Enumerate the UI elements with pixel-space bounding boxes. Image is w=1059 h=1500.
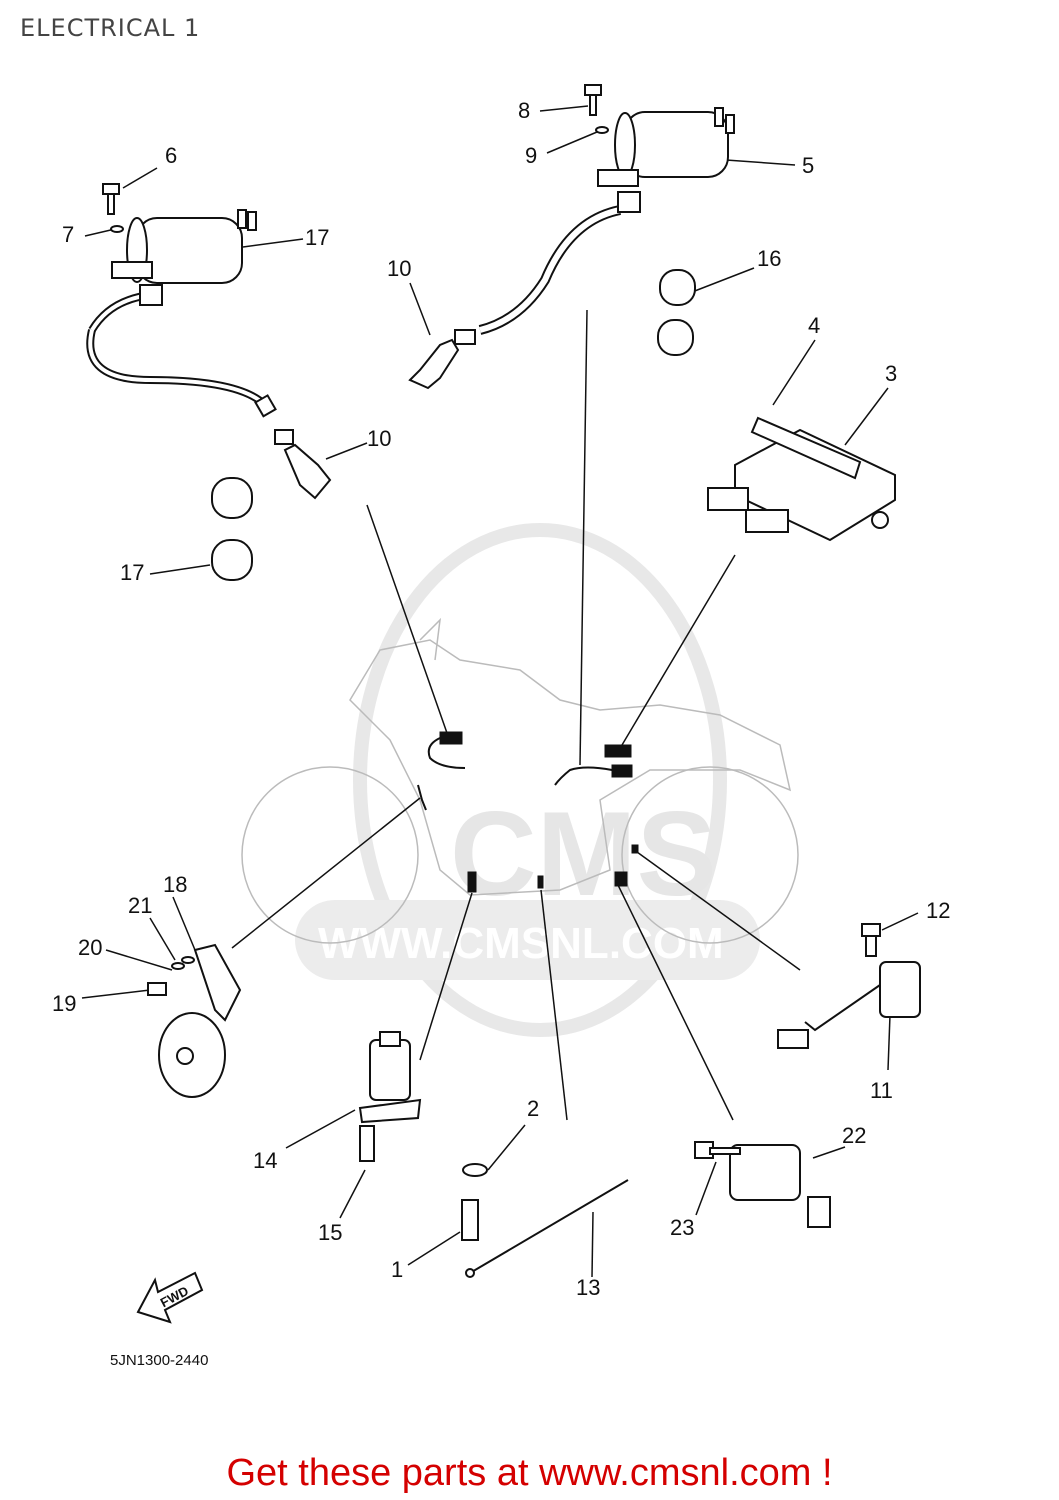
leader-lines: [81, 105, 919, 1278]
callout-15: 15: [318, 1220, 342, 1245]
callout-10-lower: 10: [367, 426, 391, 451]
watermark: CMS WWW.CMSNL.COM: [295, 523, 760, 1037]
callout-1: 1: [391, 1257, 403, 1282]
callout-7: 7: [62, 222, 74, 247]
callout-19: 19: [52, 991, 76, 1016]
horn: [147, 943, 242, 1098]
callout-23: 23: [670, 1215, 694, 1240]
page-title: ELECTRICAL 1: [20, 14, 201, 42]
watermark-logo-text: CMS: [450, 787, 717, 921]
footer-link[interactable]: Get these parts at www.cmsnl.com !: [226, 1452, 833, 1494]
callout-3: 3: [885, 361, 897, 386]
ignition-coil-5: [478, 107, 735, 335]
sensors: [358, 923, 921, 1278]
spark-plug-caps: [274, 329, 476, 500]
ignition-coil-17: [86, 209, 277, 418]
cdi-unit: [707, 416, 896, 542]
callout-11: 11: [870, 1078, 893, 1103]
callout-12: 12: [926, 898, 950, 923]
callout-14: 14: [253, 1148, 277, 1173]
callout-4: 4: [808, 313, 820, 338]
bolts-washers: [102, 84, 609, 233]
watermark-url-text: WWW.CMSNL.COM: [318, 919, 724, 968]
callout-16: 16: [757, 246, 781, 271]
callout-9: 9: [525, 143, 537, 168]
fwd-label: FWD: [158, 1283, 191, 1310]
callout-13: 13: [576, 1275, 600, 1300]
bike-connectors: [417, 731, 639, 893]
callout-10-upper: 10: [387, 256, 411, 281]
callout-18: 18: [163, 872, 187, 897]
callout-5: 5: [802, 153, 814, 178]
callout-8: 8: [518, 98, 530, 123]
callout-22: 22: [842, 1123, 866, 1148]
callout-6: 6: [165, 143, 177, 168]
callout-17-clamp: 17: [120, 560, 144, 585]
callout-labels: 6 7 17 8 9 5 10 16 4 3 10 17 18 21 20 19…: [52, 98, 950, 1300]
fwd-arrow: FWD: [136, 1271, 204, 1324]
clamps: [211, 269, 696, 581]
callout-20: 20: [78, 935, 102, 960]
callout-21: 21: [128, 893, 152, 918]
diagram-code: 5JN1300-2440: [110, 1352, 209, 1369]
motorcycle-outline: [241, 617, 799, 944]
callout-17-coil: 17: [305, 225, 329, 250]
callout-2: 2: [527, 1096, 539, 1121]
